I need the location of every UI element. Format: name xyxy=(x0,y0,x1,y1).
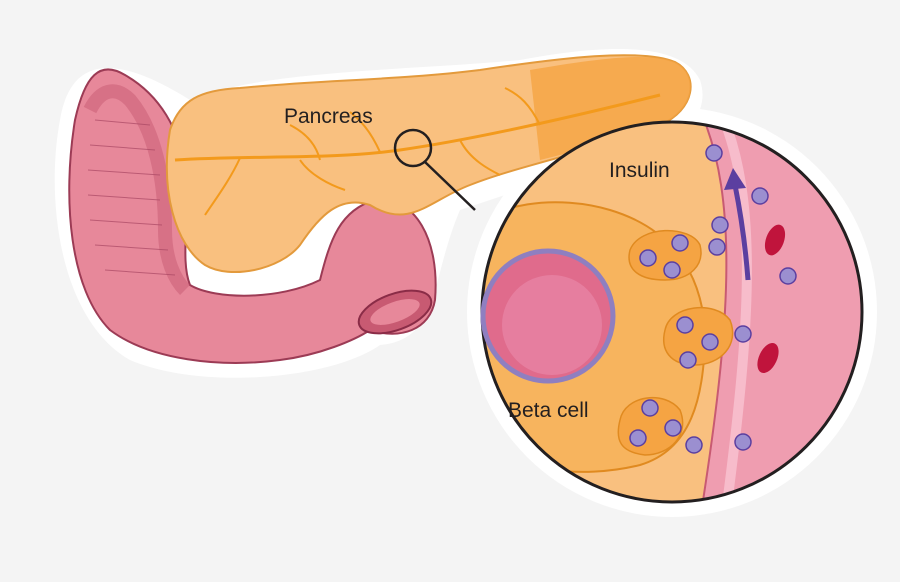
nucleus xyxy=(480,248,616,384)
insulin-label: Insulin xyxy=(609,159,670,182)
beta-cell-label: Beta cell xyxy=(508,399,589,422)
pancreatic-duct xyxy=(174,93,661,162)
pancreas xyxy=(165,54,692,273)
flow-arrow-icon xyxy=(724,168,751,281)
zoom-indicator xyxy=(393,128,476,211)
insulin-granules xyxy=(629,144,797,454)
red-blood-cells xyxy=(757,224,786,373)
pancreas-label: Pancreas xyxy=(284,105,373,128)
secretory-vesicles xyxy=(617,229,734,456)
